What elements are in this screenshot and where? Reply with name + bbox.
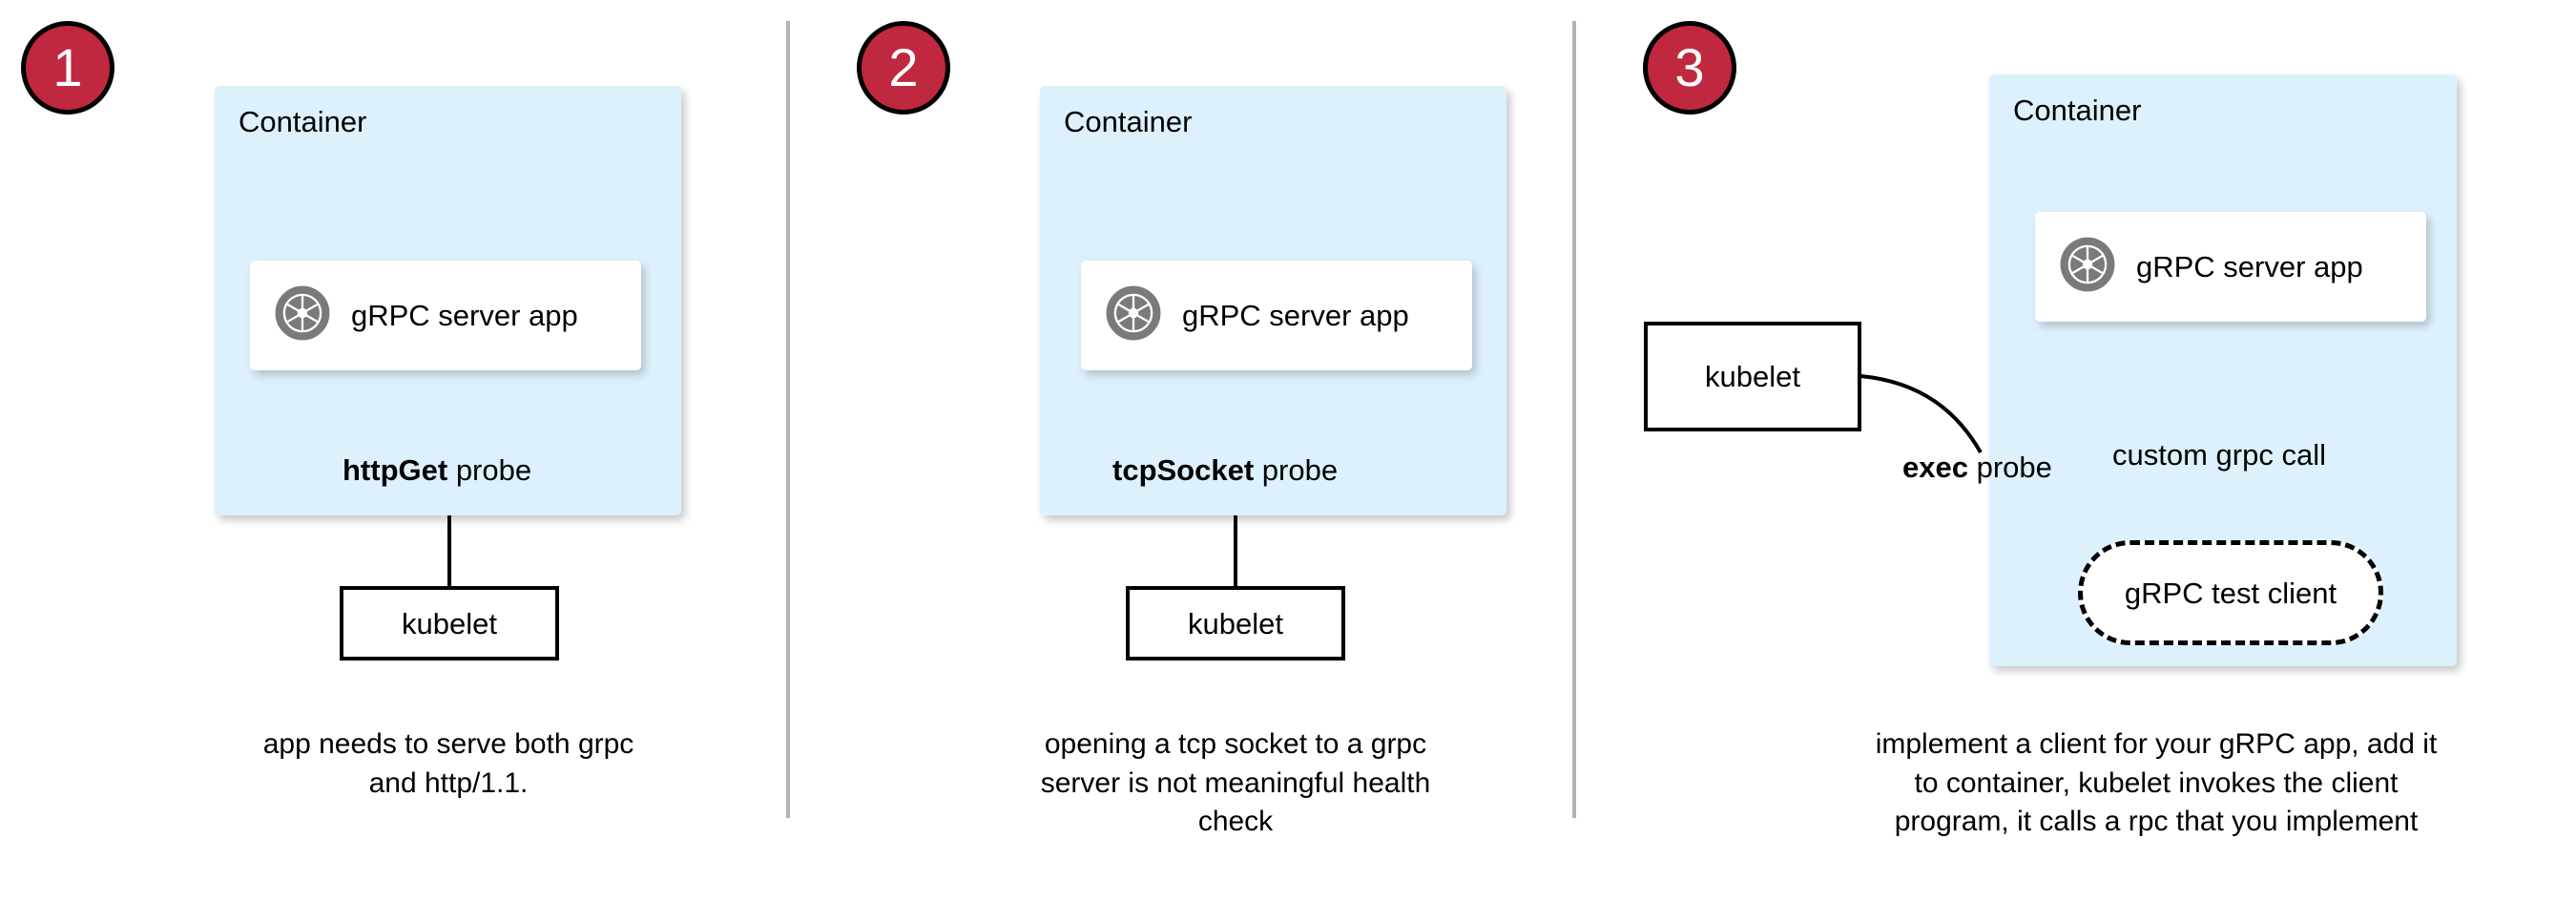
panel-caption-2-line-3: check	[1197, 806, 1274, 837]
grpc-aperture-icon	[1106, 285, 1161, 346]
step-badge-2-number: 2	[888, 37, 919, 97]
panel-caption-1-line-1: app needs to serve both grpc	[262, 728, 634, 760]
container-label-3: Container	[2013, 94, 2142, 127]
grpc-test-client-shape: gRPC test client	[2078, 540, 2383, 645]
tcpsocket-probe-label: tcpSocket probe	[1112, 455, 1338, 485]
grpc-aperture-icon	[2060, 237, 2115, 297]
step-badge-1: 1	[21, 21, 114, 115]
exec-probe-label: exec probe	[1902, 452, 2052, 482]
panel-divider-1	[786, 21, 790, 818]
probe-suffix-2: probe	[1254, 453, 1339, 487]
kubelet-box-1: kubelet	[340, 586, 559, 661]
container-label-2: Container	[1064, 105, 1193, 138]
panel-caption-3-line-2: to container, kubelet invokes the client	[1914, 766, 2399, 799]
grpc-server-app-card-2: gRPC server app	[1081, 261, 1472, 370]
step-badge-3: 3	[1643, 21, 1736, 115]
panel-caption-2-line-1: opening a tcp socket to a grpc	[1044, 728, 1427, 760]
custom-grpc-call-text: custom grpc call	[2112, 438, 2326, 472]
grpc-server-app-card-3: gRPC server app	[2035, 212, 2426, 322]
custom-grpc-call-label: custom grpc call	[2112, 440, 2326, 470]
kubelet-box-3: kubelet	[1644, 322, 1861, 431]
kubelet-label-3: kubelet	[1705, 360, 1800, 393]
panel-caption-2-line-2: server is not meaningful health	[1040, 766, 1431, 799]
step-badge-2: 2	[857, 21, 950, 115]
step-badge-1-number: 1	[52, 37, 83, 97]
grpc-server-app-card-1: gRPC server app	[250, 261, 641, 370]
panel-caption-3-line-3: program, it calls a rpc that you impleme…	[1894, 806, 2419, 837]
grpc-aperture-icon	[275, 285, 330, 346]
httpget-probe-label: httpGet probe	[343, 455, 531, 485]
probe-suffix-1: probe	[447, 453, 532, 487]
probe-keyword-1: httpGet	[343, 453, 448, 487]
panel-caption-2: opening a tcp socket to a grpc server is…	[987, 725, 1484, 842]
panel-caption-3: implement a client for your gRPC app, ad…	[1813, 725, 2500, 842]
kubelet-label-2: kubelet	[1188, 606, 1283, 640]
kubelet-label-1: kubelet	[402, 606, 497, 640]
probe-suffix-3: probe	[1967, 451, 2052, 484]
panel-caption-3-line-1: implement a client for your gRPC app, ad…	[1875, 728, 2438, 760]
grpc-server-app-label-2: gRPC server app	[1182, 299, 1409, 332]
grpc-server-app-label-3: gRPC server app	[2136, 250, 2363, 283]
container-label-1: Container	[239, 105, 367, 138]
step-badge-3-number: 3	[1674, 37, 1705, 97]
grpc-test-client-label: gRPC test client	[2124, 576, 2337, 610]
probe-keyword-3: exec	[1902, 451, 1968, 484]
kubelet-box-2: kubelet	[1126, 586, 1345, 661]
probe-keyword-2: tcpSocket	[1112, 453, 1255, 487]
panel-divider-2	[1572, 21, 1576, 818]
panel-caption-1: app needs to serve both grpc and http/1.…	[191, 725, 706, 803]
panel-caption-1-line-2: and http/1.1.	[368, 766, 529, 799]
grpc-server-app-label-1: gRPC server app	[351, 299, 578, 332]
